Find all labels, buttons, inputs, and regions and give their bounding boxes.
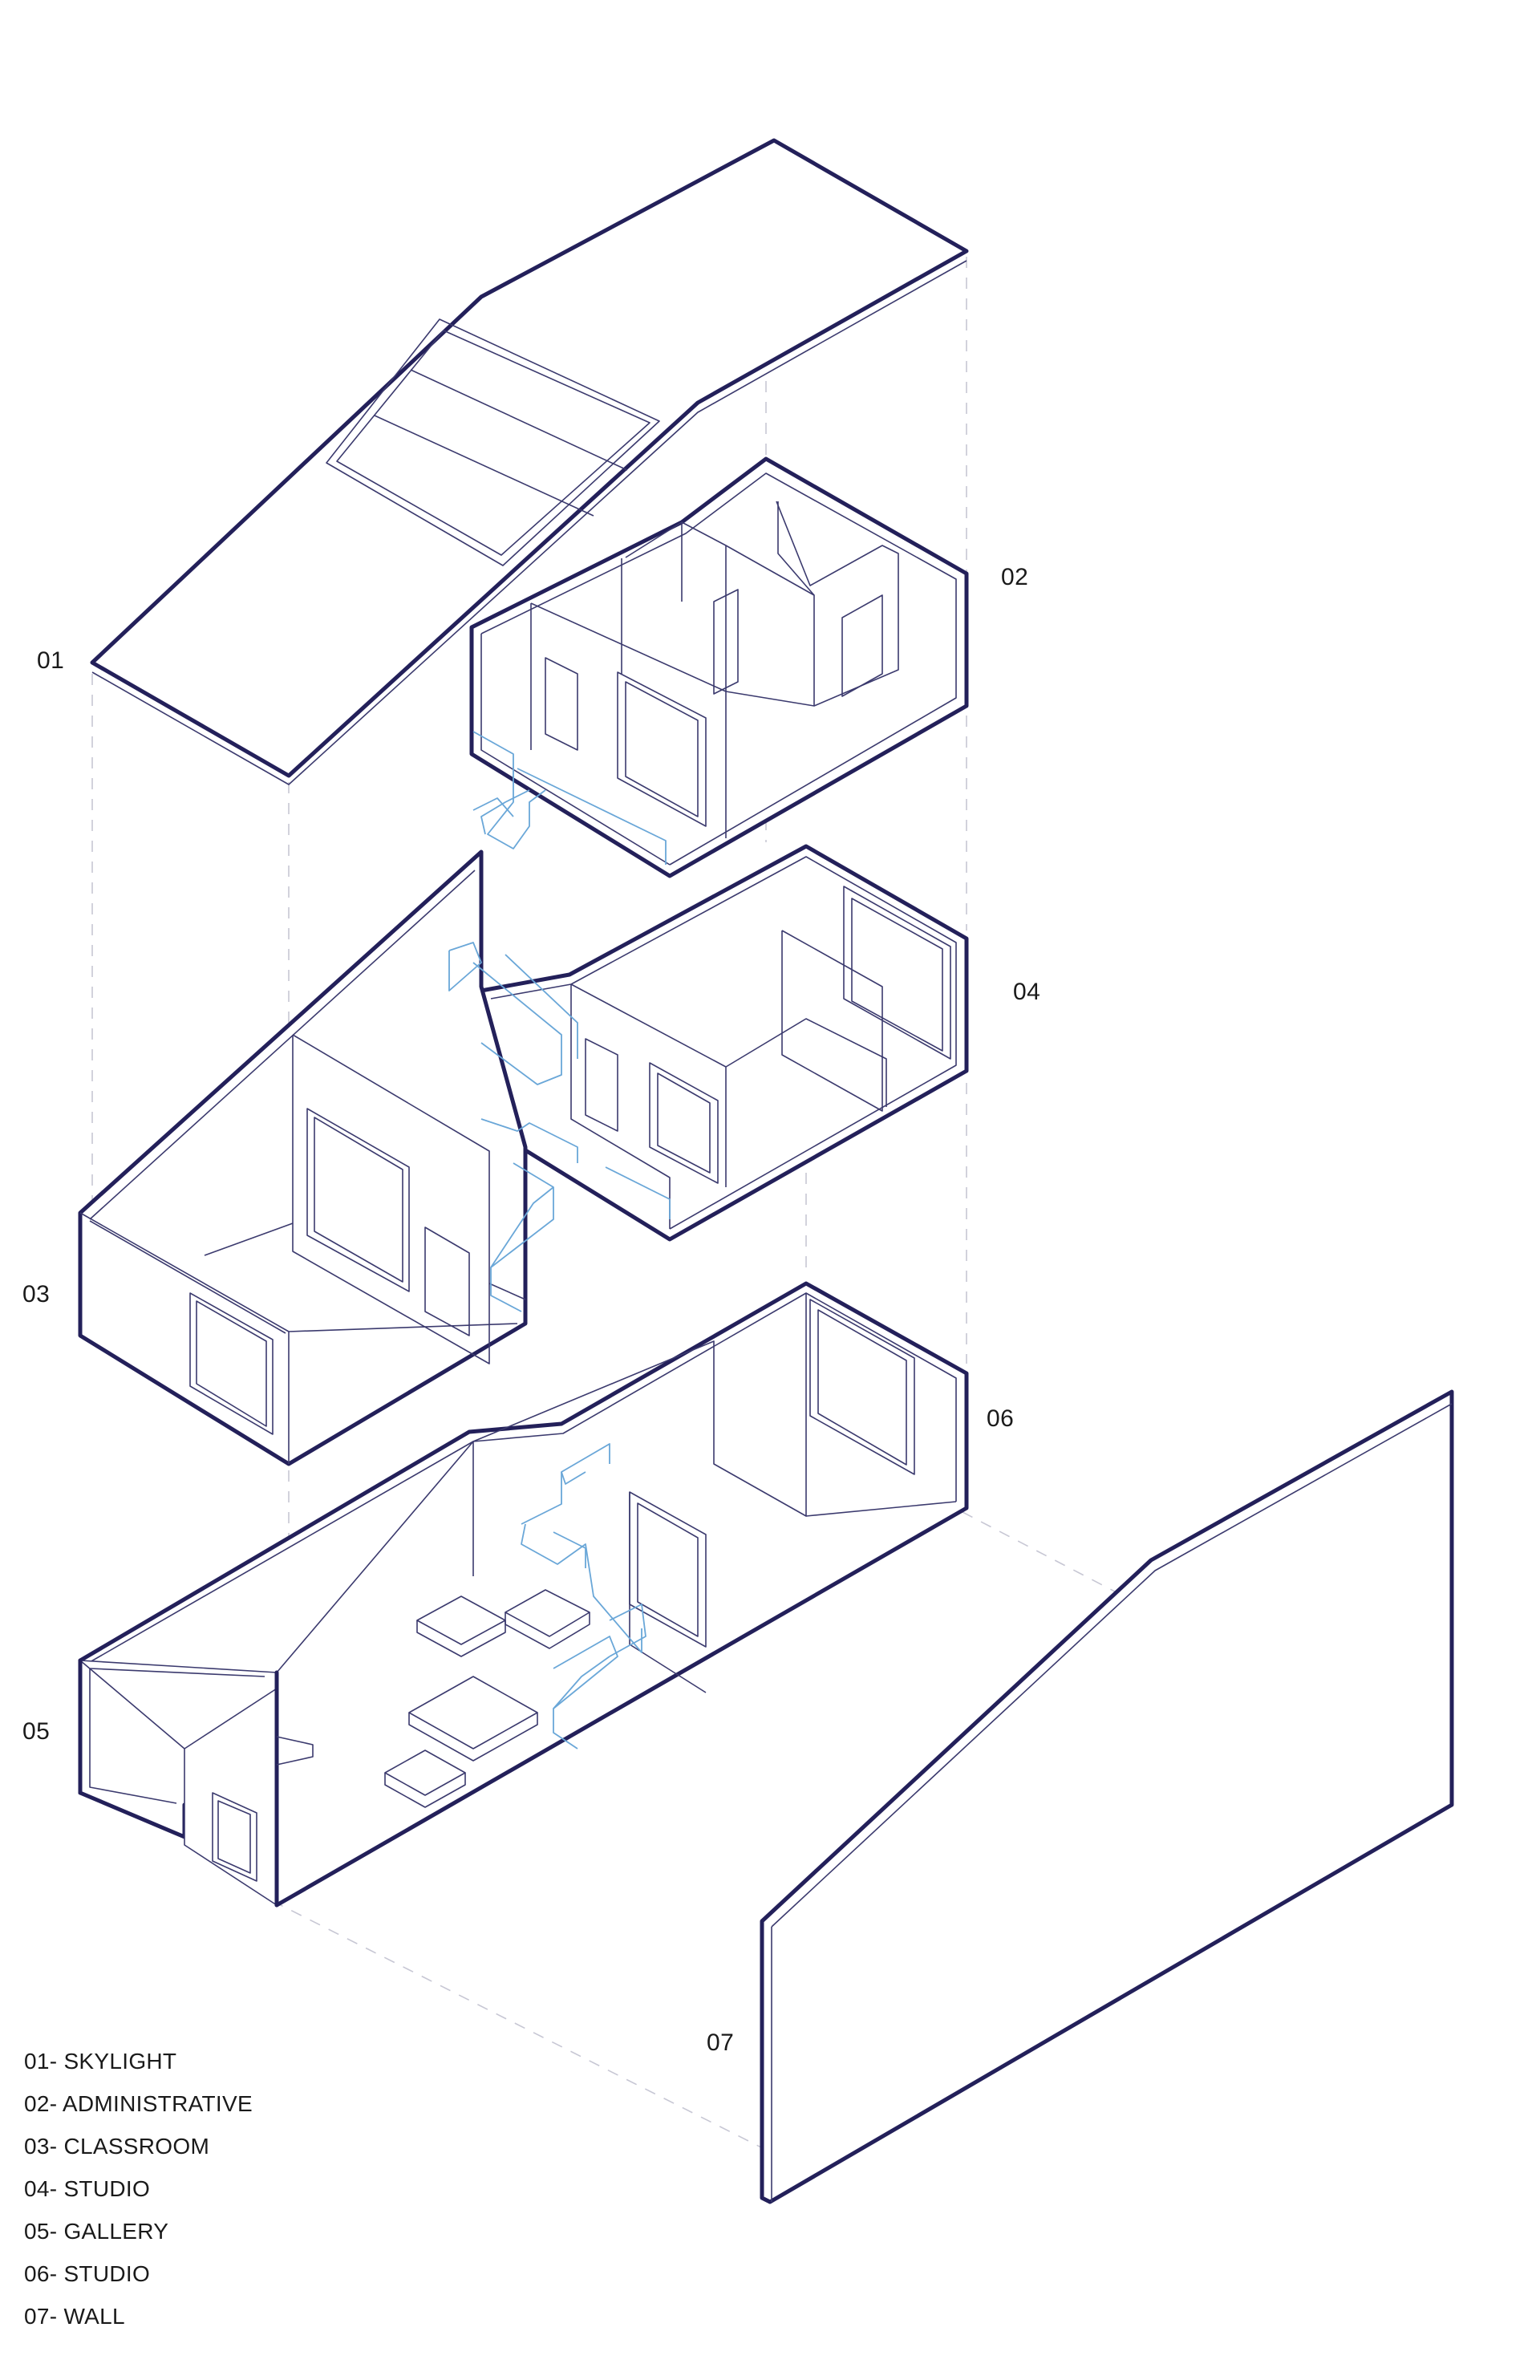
stairs [448,731,671,1750]
callout-03: 03 [22,1281,51,1308]
studio-level-upper [479,844,969,1242]
gallery-studio-ground-level [78,1281,969,1908]
callout-01: 01 [37,647,65,674]
legend-item-skylight: 01- SKYLIGHT [24,2049,177,2074]
skylight-roof [90,138,969,785]
legend-item-studio-lower: 06- STUDIO [24,2261,151,2286]
callout-02: 02 [1001,564,1029,590]
callout-07: 07 [707,2029,735,2056]
administrative-level [469,456,969,878]
legend-item-wall: 07- WALL [24,2304,125,2329]
legend: 01- SKYLIGHT 02- ADMINISTRATIVE 03- CLAS… [24,2040,253,2337]
callout-04: 04 [1013,979,1041,1005]
callout-05: 05 [22,1718,51,1745]
classroom-level [78,849,528,1466]
wall-panel [760,1389,1454,2204]
legend-item-classroom: 03- CLASSROOM [24,2134,210,2159]
legend-item-administrative: 02- ADMINISTRATIVE [24,2091,253,2116]
legend-item-studio-upper: 04- STUDIO [24,2176,151,2201]
callout-06: 06 [987,1405,1015,1432]
legend-item-gallery: 05- GALLERY [24,2219,169,2244]
